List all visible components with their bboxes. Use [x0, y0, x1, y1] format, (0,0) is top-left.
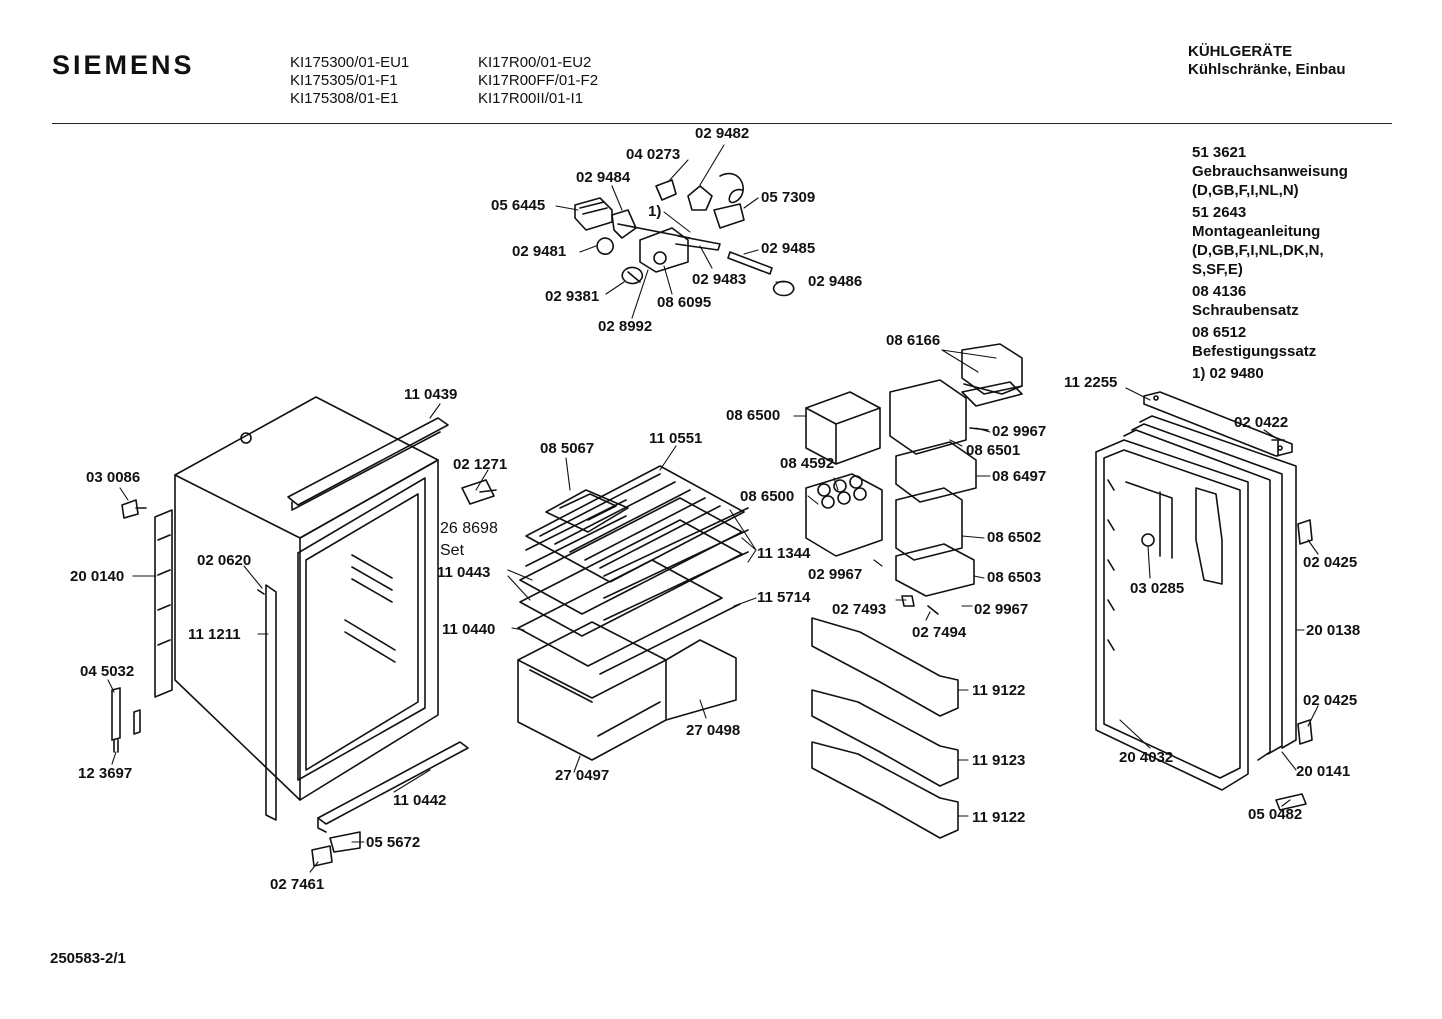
part-label: 02 0425: [1303, 554, 1358, 571]
model-number: KI175305/01-F1: [290, 72, 398, 89]
part-label: 20 0141: [1296, 763, 1351, 780]
note-line: Gebrauchsanweisung: [1192, 163, 1348, 180]
part-label: 02 7461: [270, 876, 325, 893]
part-label: 11 9122: [972, 809, 1026, 826]
part-label: 02 0425: [1303, 692, 1358, 709]
part-label: Set: [440, 542, 465, 559]
category-title: KÜHLGERÄTE: [1188, 43, 1293, 60]
part-label: 02 9482: [695, 125, 750, 142]
model-list-1: KI175300/01-EU1 KI175305/01-F1 KI175308/…: [290, 54, 409, 108]
part-label: 05 0482: [1248, 806, 1303, 823]
category-heading: KÜHLGERÄTE Kühlschränke, Einbau: [1188, 43, 1346, 79]
brand-logo: SIEMENS: [52, 50, 195, 80]
part-label: 02 9967: [992, 423, 1047, 440]
part-label: 26 8698: [440, 520, 498, 537]
part-label: 08 6095: [657, 294, 712, 311]
part-label: 08 5067: [540, 440, 595, 457]
note-line: Befestigungssatz: [1192, 343, 1317, 360]
part-label: 27 0498: [686, 722, 741, 739]
part-label: 05 7309: [761, 189, 816, 206]
part-label: 20 0140: [70, 568, 125, 585]
part-label: 02 1271: [453, 456, 508, 473]
part-label: 02 7493: [832, 601, 887, 618]
shelves-drawers: [517, 465, 749, 761]
part-label: 02 0422: [1234, 414, 1289, 431]
shelf-leaders: [507, 445, 757, 773]
part-label: 27 0497: [555, 767, 610, 784]
cabinet-body: [111, 396, 497, 867]
part-label: 08 6166: [886, 332, 941, 349]
model-number: KI175300/01-EU1: [290, 54, 410, 71]
part-label: 02 9967: [974, 601, 1029, 618]
part-label: 08 6501: [966, 442, 1021, 459]
part-label: 11 1344: [757, 545, 811, 562]
model-number: KI17R00FF/01-F2: [478, 72, 599, 89]
document-number: 250583-2/1: [50, 950, 126, 967]
part-label: 04 5032: [80, 663, 135, 680]
note-line: 08 6512: [1192, 324, 1247, 341]
note-line: 51 2643: [1192, 204, 1247, 221]
part-label: 05 6445: [491, 197, 546, 214]
part-label: 08 4592: [780, 455, 835, 472]
part-label: 11 0442: [393, 792, 447, 809]
note-line: 51 3621: [1192, 144, 1247, 161]
part-label: 12 3697: [78, 765, 133, 782]
note-line: S,SF,E): [1192, 261, 1243, 278]
note-line: 08 4136: [1192, 283, 1247, 300]
part-label: 02 9484: [576, 169, 631, 186]
part-label: 11 5714: [757, 589, 811, 606]
part-label: 02 9485: [761, 240, 816, 257]
part-label: 20 4032: [1119, 749, 1174, 766]
part-label: 02 9381: [545, 288, 600, 305]
model-number: KI17R00/01-EU2: [478, 54, 592, 71]
note-line: (D,GB,F,I,NL,DK,N,: [1192, 242, 1324, 259]
note-line: (D,GB,F,I,NL,N): [1192, 182, 1299, 199]
part-label: 11 0551: [649, 430, 703, 447]
part-label: 1): [648, 203, 662, 220]
thermostat-assembly: [574, 172, 795, 297]
part-label: 11 2255: [1064, 374, 1118, 391]
part-label: 02 9486: [808, 273, 863, 290]
door-compartments: [805, 343, 1023, 839]
part-label: 11 0443: [437, 564, 491, 581]
part-label: 05 5672: [366, 834, 421, 851]
part-label: 11 9122: [972, 682, 1026, 699]
part-label: 02 7494: [912, 624, 967, 641]
note-line: Schraubensatz: [1192, 302, 1299, 319]
model-number: KI17R00II/01-I1: [478, 90, 584, 107]
part-label: 02 0620: [197, 552, 252, 569]
part-label: 08 6503: [987, 569, 1042, 586]
header-divider: [52, 123, 1392, 124]
note-line: Montageanleitung: [1192, 223, 1321, 240]
part-label: 11 1211: [188, 626, 241, 643]
part-label: 02 9483: [692, 271, 747, 288]
part-label: 08 6497: [992, 468, 1047, 485]
part-label: 08 6502: [987, 529, 1042, 546]
part-label: 04 0273: [626, 146, 681, 163]
door-leaders: [1119, 387, 1319, 807]
part-label: 11 9123: [972, 752, 1026, 769]
part-label: 02 8992: [598, 318, 653, 335]
part-label: 11 0440: [442, 621, 496, 638]
part-label: 08 6500: [726, 407, 781, 424]
part-label: 20 0138: [1306, 622, 1361, 639]
door-assembly: [1095, 391, 1313, 811]
part-label: 11 0439: [404, 386, 458, 403]
part-label: 08 6500: [740, 488, 795, 505]
part-label: 03 0285: [1130, 580, 1185, 597]
part-label: 03 0086: [86, 469, 141, 486]
thermostat-leaders: [555, 144, 789, 319]
category-subtitle: Kühlschränke, Einbau: [1188, 61, 1346, 78]
compartment-leaders: [793, 349, 997, 817]
accessory-notes: 51 3621 Gebrauchsanweisung (D,GB,F,I,NL,…: [1192, 143, 1348, 383]
model-list-2: KI17R00/01-EU2 KI17R00FF/01-F2 KI17R00II…: [478, 54, 598, 108]
part-label: 02 9967: [808, 566, 863, 583]
part-label: 02 9481: [512, 243, 567, 260]
note-line: 1) 02 9480: [1192, 365, 1264, 382]
model-number: KI175308/01-E1: [290, 90, 399, 107]
cabinet-leaders: [107, 403, 489, 873]
